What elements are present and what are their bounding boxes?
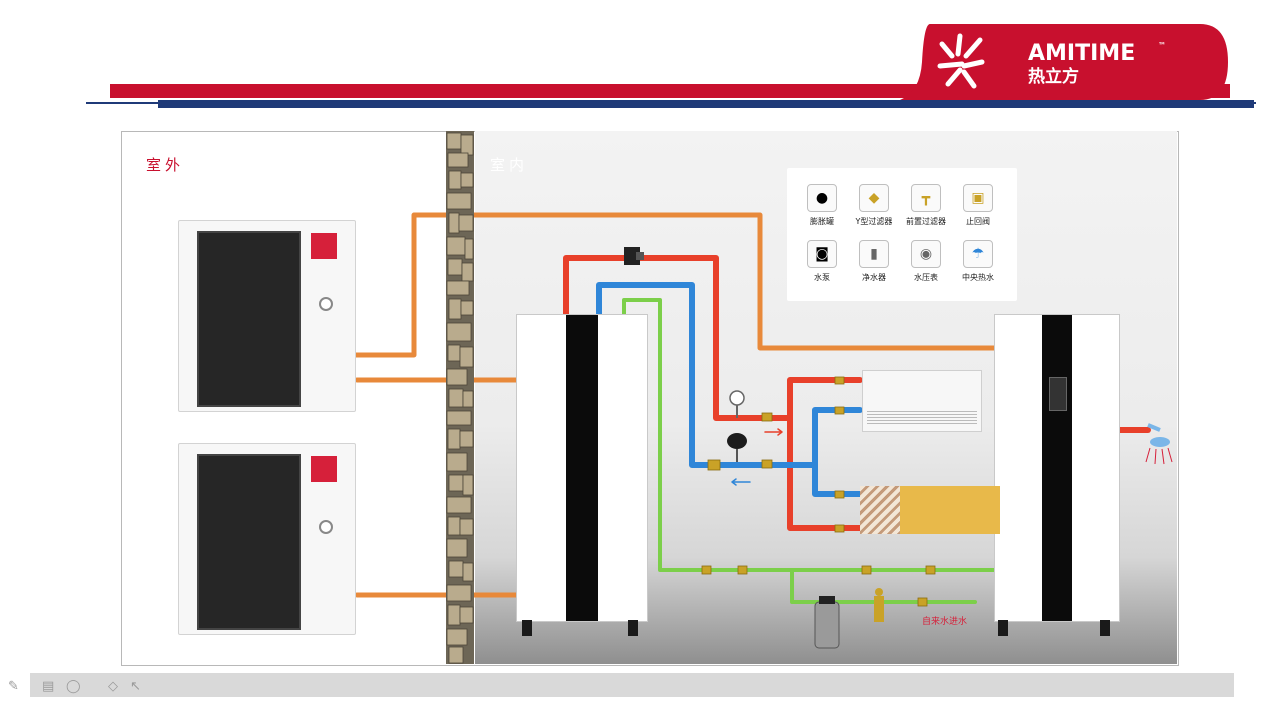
legend-label: 膨胀罐 — [810, 217, 834, 226]
brand-plate — [311, 456, 337, 482]
tap-water-inlet — [790, 568, 977, 604]
check-valve-icon: ▣ — [963, 184, 993, 212]
eraser-icon[interactable]: ◯ — [66, 679, 81, 694]
fan-coil-grille — [867, 411, 977, 425]
brand-plate — [311, 233, 337, 259]
water-heater-unit — [994, 314, 1120, 622]
shower-icon — [1145, 423, 1173, 465]
expansion-tank-icon — [727, 433, 747, 462]
outdoor-heat-pump-1 — [178, 220, 356, 412]
legend-item: ☂ 中央热水 — [953, 240, 1003, 283]
pipe-fittings — [701, 376, 936, 607]
cabinet-leg — [628, 620, 638, 636]
legend-item: ● 膨胀罐 — [797, 184, 847, 227]
cabinet-leg — [998, 620, 1008, 636]
floor-heating — [860, 486, 1000, 534]
gauge-icon — [319, 520, 333, 534]
fan-grille — [197, 454, 301, 630]
amitime-logo: AMITIME ™ 热立方 — [900, 24, 1228, 100]
legend-item: ┳ 前置过滤器 — [901, 184, 951, 227]
screen-icon[interactable]: ▤ — [42, 679, 55, 694]
tap-water-pipe — [622, 298, 997, 572]
pen-icon[interactable]: ✎ — [8, 679, 19, 694]
stone-wall — [446, 131, 474, 664]
legend-label: 中央热水 — [962, 273, 994, 282]
hot-pipe-floor — [787, 415, 863, 531]
pre-filter-icon — [874, 588, 884, 622]
presentation-toolbar — [30, 673, 1234, 697]
refrigerant-pipe-1 — [352, 212, 998, 358]
cabinet-leg — [1100, 620, 1110, 636]
component-legend: ● 膨胀罐 ◆ Y型过滤器 ┳ 前置过滤器 ▣ 止回阀 ◙ 水泵 ▮ 净水器 ◉… — [787, 168, 1017, 301]
water-purifier-icon: ▮ — [859, 240, 889, 268]
outdoor-heat-pump-2 — [178, 443, 356, 635]
cabinet-leg — [522, 620, 532, 636]
water-inlet-label: 自来水进水 — [922, 617, 968, 627]
fan-coil-unit — [862, 370, 982, 432]
indoor-hydronic-unit — [516, 314, 648, 622]
water-pump-icon — [624, 247, 644, 265]
brand-tm: ™ — [1158, 41, 1166, 50]
legend-item: ◉ 水压表 — [901, 240, 951, 283]
legend-item: ▣ 止回阀 — [953, 184, 1003, 227]
legend-label: 止回阀 — [966, 217, 990, 226]
legend-label: 前置过滤器 — [906, 217, 946, 226]
pressure-gauge-icon — [729, 390, 745, 418]
water-purifier-icon — [814, 596, 840, 649]
pointer-icon[interactable]: ↖ — [130, 679, 141, 694]
shower-icon: ☂ — [963, 240, 993, 268]
brand-latin: AMITIME — [1028, 41, 1135, 66]
highlighter-icon[interactable]: ◇ — [108, 679, 118, 694]
hot-flow-arrow — [764, 428, 783, 436]
legend-label: 水压表 — [914, 273, 938, 282]
y-filter-icon: ◆ — [859, 184, 889, 212]
hot-pipe-main — [563, 255, 863, 421]
header-navy-bar — [158, 100, 1254, 108]
cabinet-stripe — [1042, 315, 1072, 621]
outdoor-label: 室外 — [146, 156, 185, 174]
expansion-tank-icon: ● — [807, 184, 837, 212]
cold-pipe-main — [596, 282, 863, 468]
legend-label: 水泵 — [814, 273, 830, 282]
pre-filter-icon: ┳ — [911, 184, 941, 212]
logo-mark-icon — [937, 33, 985, 89]
legend-item: ▮ 净水器 — [849, 240, 899, 283]
gauge-icon — [319, 297, 333, 311]
floor-heating-coils — [860, 486, 900, 534]
cabinet-stripe — [566, 315, 598, 621]
legend-item: ◆ Y型过滤器 — [849, 184, 899, 227]
pressure-gauge-icon: ◉ — [911, 240, 941, 268]
fan-grille — [197, 231, 301, 407]
cold-pipe-floor — [812, 462, 863, 497]
indoor-label: 室内 — [490, 156, 529, 174]
legend-label: 净水器 — [862, 273, 886, 282]
control-panel — [1049, 377, 1067, 411]
brand-chinese: 热立方 — [1028, 66, 1079, 87]
water-pump-icon: ◙ — [807, 240, 837, 268]
legend-label: Y型过滤器 — [855, 217, 893, 226]
legend-item: ◙ 水泵 — [797, 240, 847, 283]
cold-flow-arrow — [731, 478, 751, 486]
